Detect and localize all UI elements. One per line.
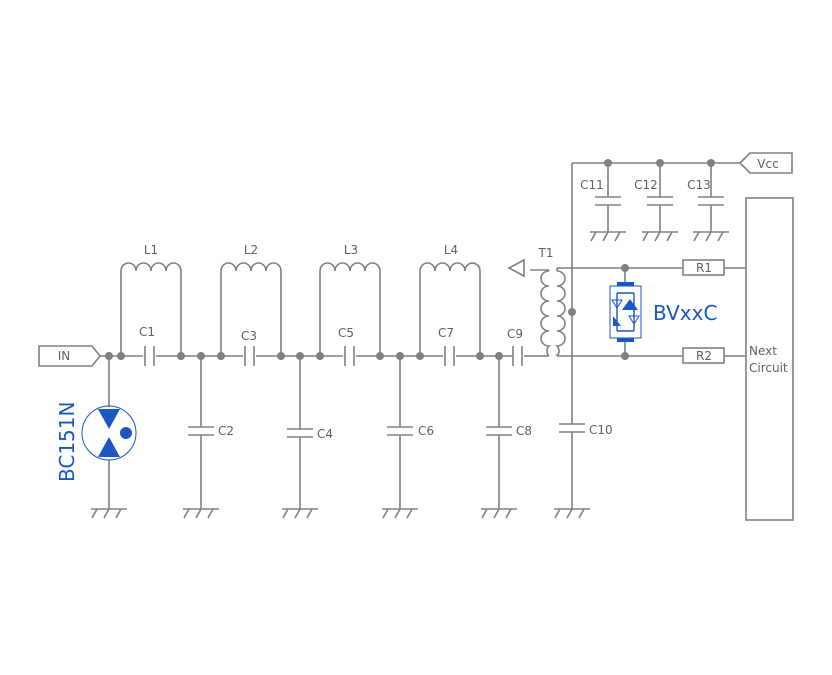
bc151n-label: BC151N <box>55 402 79 482</box>
c2-label: C2 <box>218 424 234 438</box>
c12-label: C12 <box>634 178 658 192</box>
next-circuit-block: Next Circuit <box>745 197 794 521</box>
c10-label: C10 <box>589 423 613 437</box>
vcc-label: Vcc <box>757 157 778 171</box>
l2-label: L2 <box>244 243 258 257</box>
ground-icon <box>282 508 318 519</box>
inductor-l3: L3 <box>319 243 381 356</box>
inductor-l4: L4 <box>419 243 481 356</box>
next-circuit-label-line2: Circuit <box>749 361 788 375</box>
shunt-capacitor-c2: C2 <box>188 356 234 509</box>
input-port: IN <box>38 345 102 367</box>
ground-symbols <box>91 231 729 519</box>
vcc-port: Vcc <box>738 152 793 174</box>
transformer-t1: T1 <box>507 246 566 357</box>
ground-icon <box>554 508 590 519</box>
l3-label: L3 <box>344 243 358 257</box>
c7-label: C7 <box>438 326 454 340</box>
ground-icon <box>590 231 626 242</box>
l4-label: L4 <box>444 243 458 257</box>
ground-icon <box>642 231 678 242</box>
r2-label: R2 <box>696 349 712 363</box>
l1-label: L1 <box>144 243 158 257</box>
c1-label: C1 <box>139 325 155 339</box>
bvxxc-device: BVxxC <box>609 282 717 342</box>
t1-label: T1 <box>538 246 554 260</box>
supply-capacitor-c12: C12 <box>634 163 673 232</box>
inductor-l2: L2 <box>220 243 282 356</box>
r1-label: R1 <box>696 261 712 275</box>
bvxxc-diode-icon-2 <box>613 316 621 326</box>
shunt-capacitor-c6: C6 <box>387 356 434 509</box>
series-capacitor-c3: C3 <box>241 329 257 366</box>
c6-label: C6 <box>418 424 434 438</box>
c9-label: C9 <box>507 327 523 341</box>
c4-label: C4 <box>317 427 333 441</box>
ground-icon <box>693 231 729 242</box>
ground-icon <box>382 508 418 519</box>
series-capacitor-c9: C9 <box>507 327 523 366</box>
c8-label: C8 <box>516 424 532 438</box>
resistor-r2: R2 <box>682 347 725 364</box>
shunt-capacitor-c8: C8 <box>486 356 532 509</box>
c13-label: C13 <box>687 178 711 192</box>
c5-label: C5 <box>338 326 354 340</box>
series-capacitor-c5: C5 <box>338 326 355 366</box>
junction-dots <box>105 159 715 360</box>
ground-icon <box>481 508 517 519</box>
resistor-r1: R1 <box>682 259 725 276</box>
series-capacitor-c7: C7 <box>438 326 455 366</box>
shunt-capacitor-c4: C4 <box>287 356 333 509</box>
c3-label: C3 <box>241 329 257 343</box>
shunt-capacitor-c10: C10 <box>559 423 613 509</box>
c11-label: C11 <box>580 178 604 192</box>
input-port-label: IN <box>58 349 71 363</box>
bc151n-device: BC151N <box>55 356 137 509</box>
supply-capacitor-c11: C11 <box>580 163 621 232</box>
secondary-wires <box>557 162 746 424</box>
supply-capacitor-c13: C13 <box>687 163 724 232</box>
bvxxc-label: BVxxC <box>653 301 717 325</box>
bc151n-upper-triangle-icon <box>98 409 120 429</box>
bvxxc-diode-icon <box>622 299 638 310</box>
ground-icon <box>183 508 219 519</box>
bc151n-lower-triangle-icon <box>98 437 120 457</box>
ground-icon <box>91 508 127 519</box>
series-capacitor-c1: C1 <box>139 325 155 366</box>
next-circuit-label-line1: Next <box>749 344 777 358</box>
inductor-l1: L1 <box>120 243 182 356</box>
